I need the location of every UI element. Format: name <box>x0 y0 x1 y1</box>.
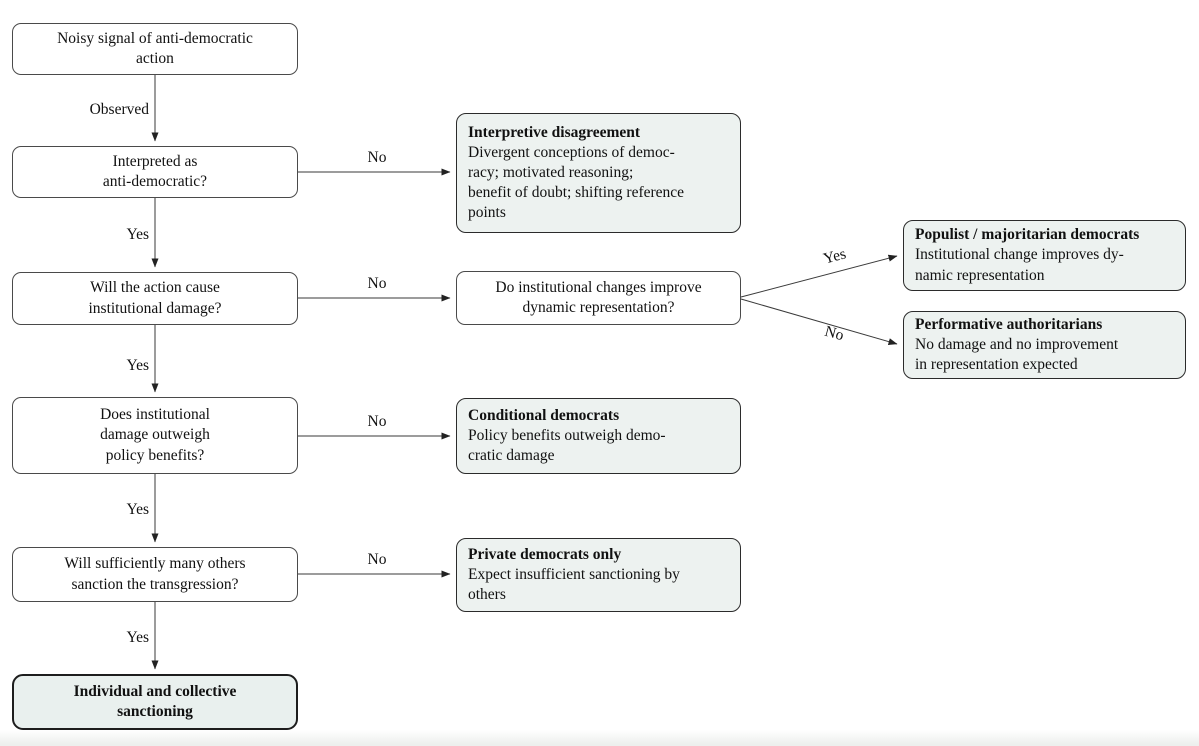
node-populist-majoritarian-democrats: Populist / majoritarian democrats Instit… <box>903 220 1186 291</box>
node-interpretive-disagreement-text: Divergent conceptions of democ- racy; mo… <box>468 143 685 222</box>
node-performative-authoritarians-title: Performative authoritarians <box>915 315 1103 333</box>
node-outweigh-question: Does institutional damage outweigh polic… <box>12 397 298 474</box>
node-outweigh-question-text: Does institutional damage outweigh polic… <box>100 406 210 464</box>
node-interpreted-question: Interpreted as anti-democratic? <box>12 146 298 198</box>
node-dynamic-representation-question-text: Do institutional changes improve dynamic… <box>495 278 702 316</box>
edge-label-interpreted-yes: Yes <box>126 226 149 243</box>
node-performative-authoritarians: Performative authoritarians No damage an… <box>903 311 1186 379</box>
edge-label-outweigh-no: No <box>367 413 387 430</box>
node-noisy-signal-text: Noisy signal of anti-democratic action <box>57 29 253 67</box>
node-populist-majoritarian-democrats-title: Populist / majoritarian democrats <box>915 226 1140 244</box>
edge-label-outweigh-yes: Yes <box>126 501 149 518</box>
edge-label-observed: Observed <box>89 101 149 118</box>
node-private-democrats-only-text: Expect insufficient sanctioning by other… <box>468 565 680 604</box>
node-institutional-damage-question: Will the action cause institutional dama… <box>12 272 298 325</box>
node-sanction-question: Will sufficiently many others sanction t… <box>12 547 298 602</box>
node-interpretive-disagreement-title: Interpretive disagreement <box>468 123 641 141</box>
edge-label-dynamic-no: No <box>822 322 846 345</box>
node-performative-authoritarians-text: No damage and no improvement in represen… <box>915 335 1119 374</box>
node-conditional-democrats: Conditional democrats Policy benefits ou… <box>456 398 741 474</box>
node-interpreted-question-text: Interpreted as anti-democratic? <box>102 152 208 190</box>
edge-label-sanction-yes: Yes <box>126 629 149 646</box>
node-conditional-democrats-title: Conditional democrats <box>468 406 620 424</box>
node-noisy-signal: Noisy signal of anti-democratic action <box>12 23 298 75</box>
node-conditional-democrats-text: Policy benefits outweigh demo- cratic da… <box>468 426 666 465</box>
edge-label-dynamic-yes: Yes <box>821 245 848 268</box>
node-private-democrats-only-title: Private democrats only <box>468 545 622 563</box>
node-populist-majoritarian-democrats-text: Institutional change improves dy- namic … <box>915 246 1124 284</box>
edge-label-sanction-no: No <box>367 551 387 568</box>
node-institutional-damage-question-text: Will the action cause institutional dama… <box>88 279 222 317</box>
screenshot-bottom-edge <box>0 730 1199 746</box>
node-individual-collective-sanctioning-text: Individual and collective sanctioning <box>73 682 237 720</box>
node-individual-collective-sanctioning: Individual and collective sanctioning <box>12 674 298 730</box>
node-sanction-question-text: Will sufficiently many others sanction t… <box>64 555 246 593</box>
node-private-democrats-only: Private democrats only Expect insufficie… <box>456 538 741 612</box>
node-dynamic-representation-question: Do institutional changes improve dynamic… <box>456 271 741 325</box>
edge-label-damage-no: No <box>367 275 387 292</box>
edge-label-damage-yes: Yes <box>126 357 149 374</box>
edge-label-interpreted-no: No <box>367 149 387 166</box>
node-interpretive-disagreement: Interpretive disagreement Divergent conc… <box>456 113 741 233</box>
